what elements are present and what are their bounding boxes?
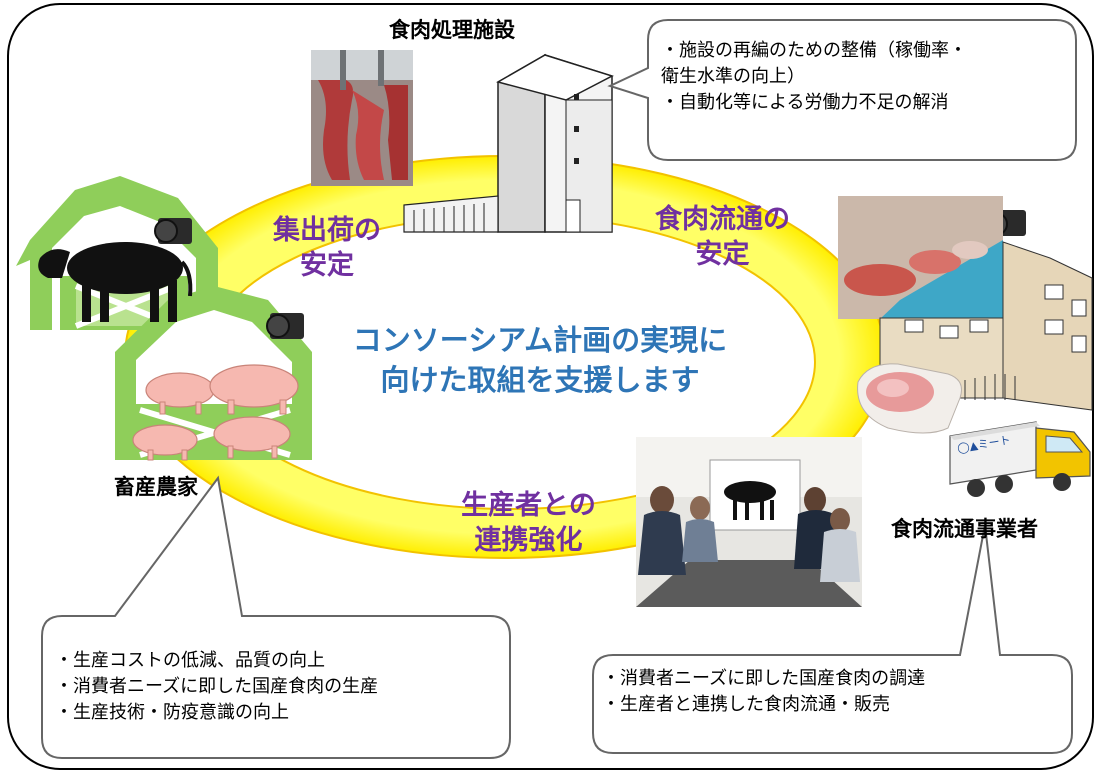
center-message: コンソーシアム計画の実現に 向けた取組を支援します	[330, 320, 750, 400]
meat-processing-photo	[311, 50, 413, 186]
arc-label-shipping-line1: 集出荷の	[273, 215, 381, 246]
arc-label-cooperation-line2: 連携強化	[474, 525, 583, 556]
delivery-truck	[949, 421, 1091, 497]
distributor-callout-text: ・消費者ニーズに即した国産食肉の調達 ・生産者と連携した食肉流通・販売	[602, 666, 925, 718]
distributor-callout-line1: ・消費者ニーズに即した国産食肉の調達	[602, 668, 926, 689]
arc-label-shipping-line2: 安定	[300, 250, 354, 281]
arc-label-distribution-line1: 食肉流通の	[655, 204, 790, 235]
pigs	[132, 364, 299, 456]
distributor-callout-line2: ・生産者と連携した食肉流通・販売	[602, 694, 890, 715]
distributor-label: 食肉流通事業者	[891, 517, 1038, 541]
pig-legs	[147, 399, 287, 461]
arc-label-distribution-line2: 安定	[695, 239, 750, 270]
farmer-callout-line3: ・生産技術・防疫意識の向上	[55, 702, 289, 723]
arc-label-distribution: 食肉流通の 安定	[630, 202, 815, 272]
farmer-callout-bubble	[41, 475, 511, 759]
arc-label-cooperation: 生産者との 連携強化	[436, 488, 621, 558]
arc-label-shipping: 集出荷の 安定	[252, 213, 402, 283]
camera-icon	[266, 313, 304, 339]
center-message-line2: 向けた取組を支援します	[380, 363, 700, 397]
facility-building	[403, 53, 614, 233]
outer-frame	[7, 3, 1094, 770]
facility-label: 食肉処理施設	[389, 18, 515, 42]
facility-callout-line1: ・施設の再編のための整備（稼働率・	[661, 40, 967, 61]
camera-icon	[154, 218, 192, 244]
facility-callout-text: ・施設の再編のための整備（稼働率・ 衛生水準の向上） ・自動化等による労働力不足…	[661, 38, 967, 116]
farmer-label: 畜産農家	[114, 475, 198, 499]
distributor-callout-bubble	[592, 524, 1073, 754]
farmer-callout-line1: ・生産コストの低減、品質の向上	[55, 650, 325, 671]
farmer-callout-text: ・生産コストの低減、品質の向上 ・消費者ニーズに即した国産食肉の生産 ・生産技術…	[55, 648, 378, 726]
facility-callout-line3: ・自動化等による労働力不足の解消	[661, 92, 949, 113]
farmer-callout-line2: ・消費者ニーズに即した国産食肉の生産	[55, 676, 379, 697]
facility-callout-bubble	[607, 19, 1077, 161]
center-message-line1: コンソーシアム計画の実現に	[352, 323, 728, 357]
meeting-photo	[636, 437, 862, 607]
black-cow	[38, 242, 193, 322]
facility-callout-line2: 衛生水準の向上）	[661, 66, 805, 87]
arc-label-cooperation-line1: 生産者との	[461, 490, 596, 521]
meat-package	[857, 363, 962, 434]
meat-cutting-photo	[838, 196, 1003, 319]
